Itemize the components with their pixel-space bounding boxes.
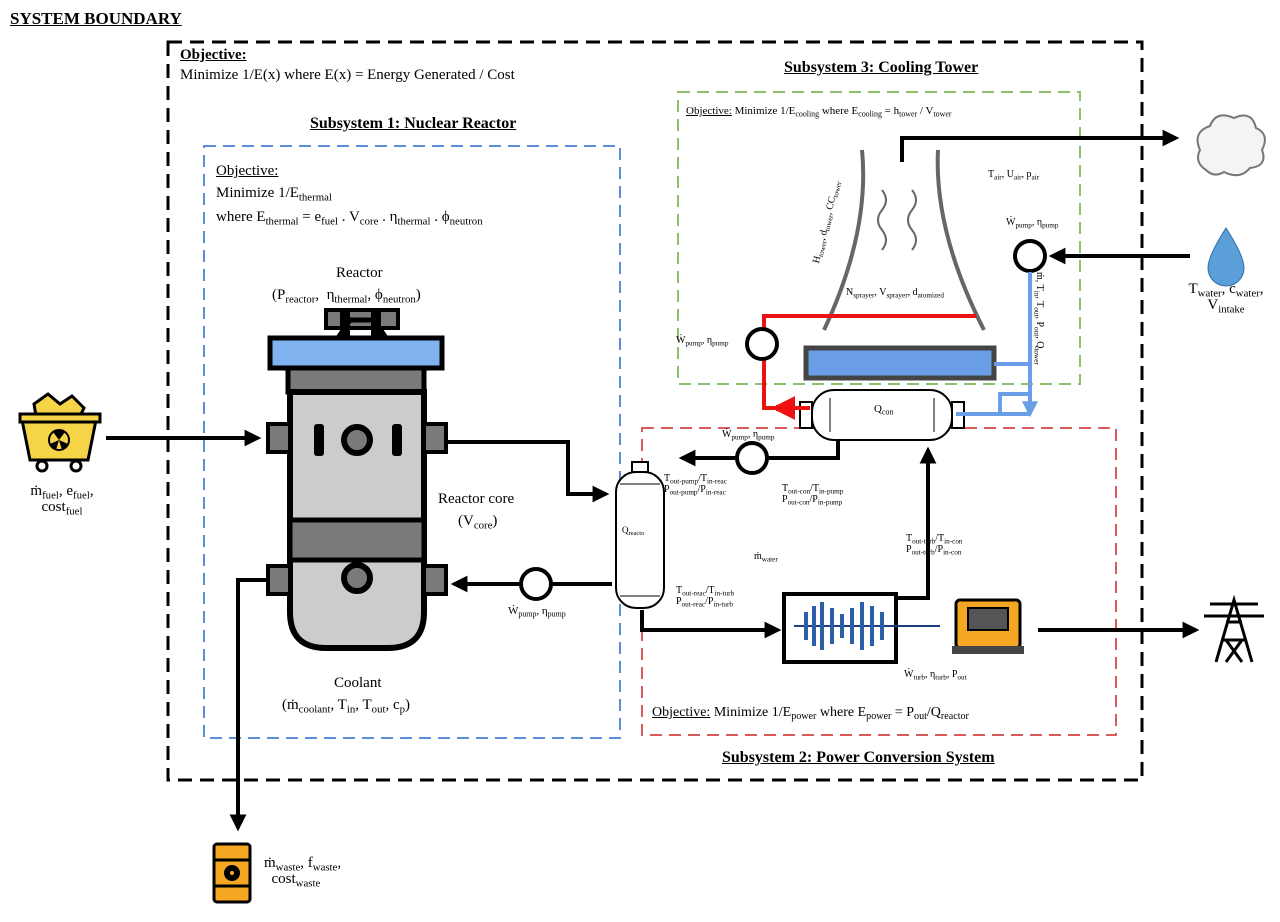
- water-drop-icon: [1207, 227, 1245, 287]
- water-flow-label: ṁwater: [754, 551, 778, 564]
- system-boundary-title: SYSTEM BOUNDARY: [10, 9, 182, 28]
- condenser-pump-icon: [735, 441, 769, 475]
- reactor-params: (Preactor, ηthermal, ϕneutron): [272, 287, 421, 306]
- subsystem2-title: Subsystem 2: Power Conversion System: [722, 749, 995, 766]
- subsystem2-objective: Objective: Minimize 1/Epower where Epowe…: [652, 705, 969, 723]
- reactor-label: Reactor: [336, 265, 383, 281]
- transmission-tower-icon: [1204, 594, 1264, 663]
- subsystem3-objective: Objective: Minimize 1/Ecooling where Eco…: [686, 105, 952, 119]
- condenser-q-label: Qcon: [874, 403, 894, 417]
- reactor-core-param: (Vcore): [458, 513, 498, 532]
- waste-barrel-icon: [212, 842, 252, 904]
- subsystem1-title: Subsystem 1: Nuclear Reactor: [310, 115, 517, 132]
- cold-water-line: [998, 272, 1032, 412]
- condenser-pump-params: Ẇpump, ηpump: [722, 429, 775, 442]
- tower-flow-params: ṁ, Tin, Tout, Pout, Qtower: [1032, 272, 1045, 365]
- exchanger-to-turbine-line: [640, 610, 782, 639]
- reactor-pump-params: Ẇpump, ηpump: [508, 605, 566, 619]
- intake-pump-params: Ẇpump, ηpump: [1006, 217, 1059, 230]
- generator-icon: [952, 598, 1024, 654]
- subsystem3-boundary: [677, 91, 1081, 385]
- subsystem1-objective-line1: Minimize 1/Ethermal: [216, 185, 332, 204]
- cloud-icon: [1196, 114, 1266, 177]
- spray-pump-params: Ẇpump, ηpump: [676, 335, 729, 348]
- system-boundary: [166, 40, 1144, 782]
- fuel-cart-icon: [18, 392, 102, 473]
- reactor-core-label: Reactor core: [438, 491, 515, 507]
- turbine-to-condenser-line: [896, 446, 937, 600]
- subsystem1-objective-equation: where Ethermal = efuel . Vcore . ηtherma…: [216, 209, 483, 228]
- waste-output-arrow: [229, 578, 266, 832]
- waste-params: ṁwaste, fwaste, costwaste: [264, 855, 342, 890]
- coolant-params: (ṁcoolant, Tin, Tout, cp): [282, 697, 411, 716]
- reactor-heat-exchanger: [615, 461, 665, 609]
- reactor-pump-icon: [519, 567, 553, 601]
- turbine-params: Ẇturb, ηturb, Pout: [904, 669, 967, 682]
- fuel-params: ṁfuel, efuel,costfuel: [30, 483, 94, 518]
- sprayer-params: Nsprayer, Vsprayer, datomized: [846, 287, 944, 300]
- system-objective-label: Objective:: [180, 47, 247, 63]
- exchanger-q-label: Qreacto: [622, 525, 645, 538]
- reactor-to-exchanger-line: [448, 440, 610, 503]
- subsystem1-objective-label: Objective:: [216, 163, 279, 179]
- turbine: [782, 592, 940, 664]
- coolant-label: Coolant: [334, 675, 382, 691]
- reactor-vessel: [266, 308, 448, 651]
- subsystem1-boundary: [203, 145, 621, 739]
- tower-spray-pump-icon: [745, 327, 779, 361]
- subsystem3-title: Subsystem 3: Cooling Tower: [784, 59, 979, 76]
- tower-exhaust-arrow: [900, 129, 1180, 162]
- condenser-to-exchanger-line: [678, 440, 840, 467]
- air-params: Tair, Uair, pair: [988, 169, 1040, 182]
- system-objective-text: Minimize 1/E(x) where E(x) = Energy Gene…: [180, 67, 515, 83]
- tower-intake-pump-icon: [1013, 239, 1047, 273]
- water-intake-params: Twater, cwater,Vintake: [1188, 281, 1264, 316]
